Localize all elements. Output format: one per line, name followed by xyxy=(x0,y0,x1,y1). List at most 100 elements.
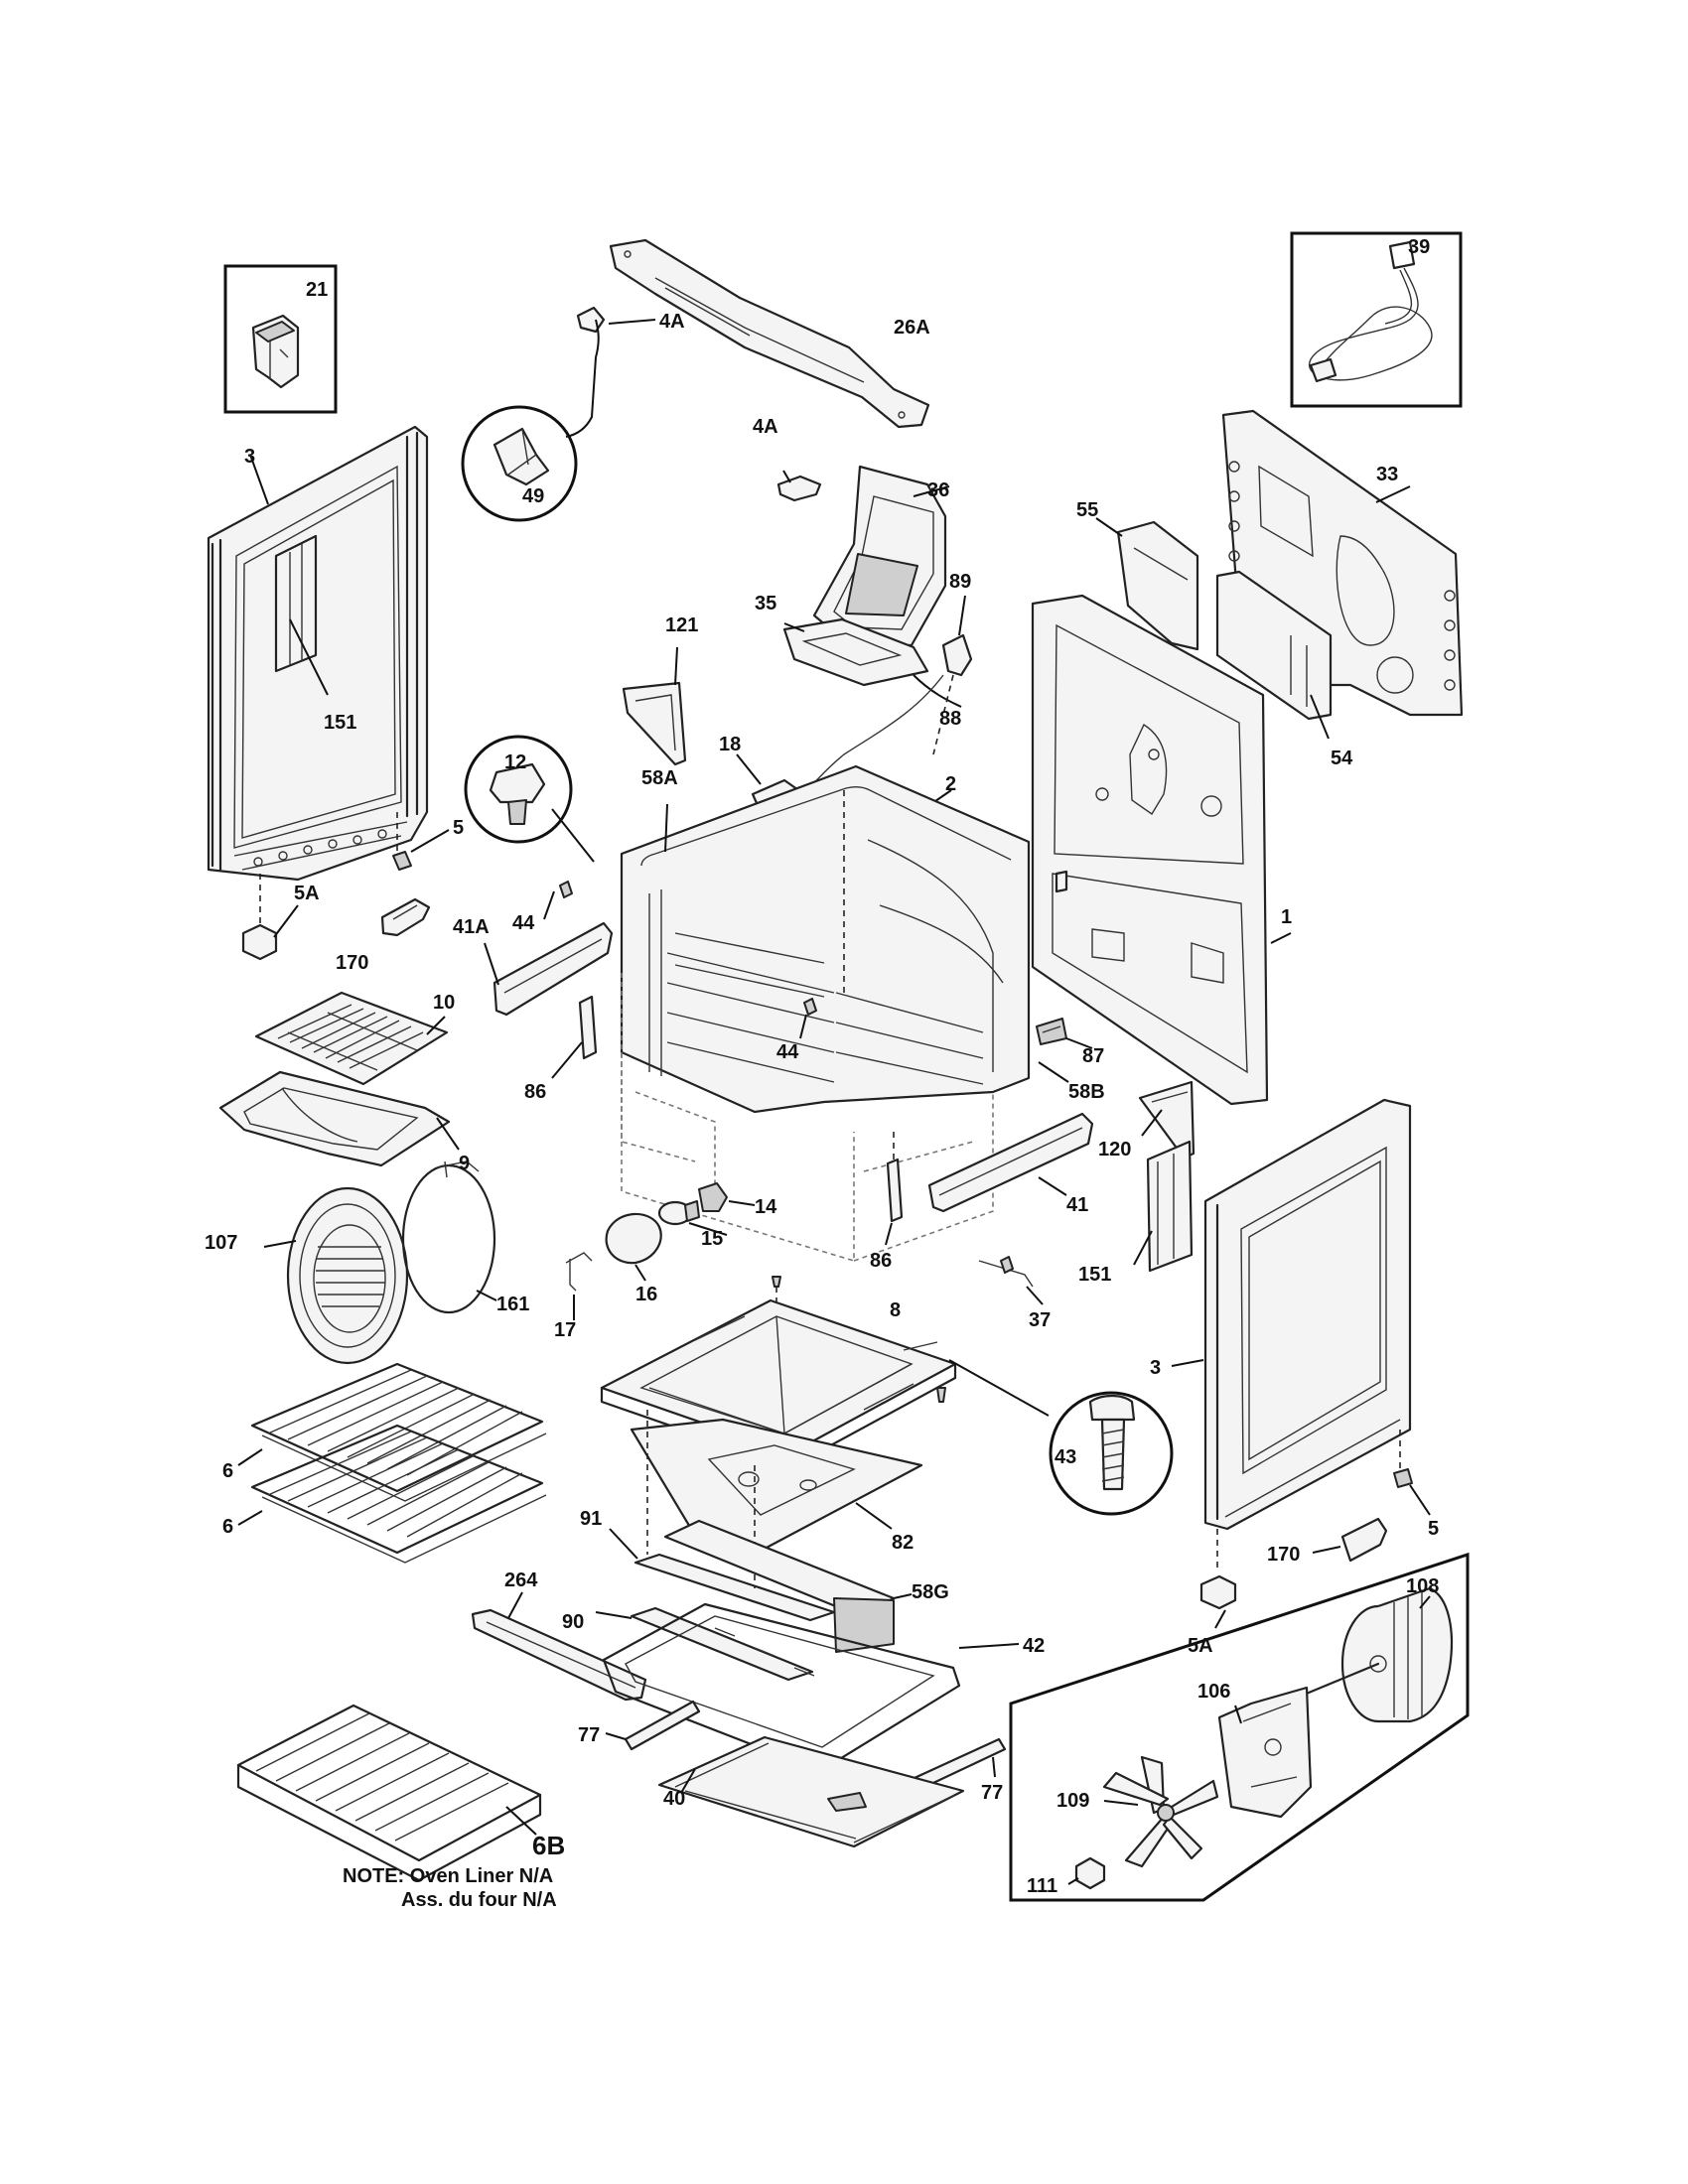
part-42-frame xyxy=(602,1602,1020,1773)
inset-part-39-power-cord xyxy=(1290,231,1463,408)
label-16: 16 xyxy=(635,1284,657,1305)
part-37-wire xyxy=(978,1256,1044,1305)
label-2: 2 xyxy=(945,773,956,795)
label-8: 8 xyxy=(890,1299,901,1321)
label-39: 39 xyxy=(1408,236,1430,258)
part-number-labels: 21 39 26A 4A 4A 49 3 151 36 33 55 35 89 … xyxy=(205,236,1439,1897)
part-40-drawer-bottom xyxy=(657,1735,965,1848)
label-3-right: 3 xyxy=(1150,1357,1161,1379)
part-109-fan-blade xyxy=(1102,1755,1219,1868)
label-33: 33 xyxy=(1376,464,1398,485)
part-77-left-rail xyxy=(605,1700,701,1751)
label-10: 10 xyxy=(433,992,455,1014)
parts-5-170-5A-right xyxy=(1199,1430,1431,1629)
part-1-back-panel xyxy=(1031,594,1292,1106)
part-26A-top-bracket xyxy=(609,238,930,429)
parts-5-5A-170-left xyxy=(241,812,450,961)
label-107: 107 xyxy=(205,1232,237,1254)
label-121: 121 xyxy=(665,614,698,636)
label-77-left: 77 xyxy=(578,1724,600,1746)
part-16-lens xyxy=(605,1212,662,1282)
part-120-bracket xyxy=(1138,1080,1196,1160)
part-6-oven-rack-top xyxy=(237,1362,547,1502)
label-5-right: 5 xyxy=(1428,1518,1439,1540)
parts-44-41A-86-left xyxy=(484,881,614,1079)
part-6-oven-rack-bottom xyxy=(237,1424,547,1564)
label-4A-mid: 4A xyxy=(753,416,778,438)
part-43-screw xyxy=(936,1359,1174,1516)
inset-part-21 xyxy=(223,264,338,414)
label-5A-right: 5A xyxy=(1188,1635,1213,1657)
filter-slats xyxy=(277,1004,424,1071)
label-37: 37 xyxy=(1029,1309,1051,1331)
part-108-motor xyxy=(1295,1586,1454,1723)
part-9-tray xyxy=(218,1070,460,1167)
label-109: 109 xyxy=(1056,1790,1089,1812)
part-121-bracket xyxy=(622,646,687,766)
part-58G-element xyxy=(663,1519,913,1653)
label-44-left: 44 xyxy=(512,912,535,934)
label-77-right: 77 xyxy=(981,1782,1003,1804)
label-106: 106 xyxy=(1197,1681,1230,1703)
label-89: 89 xyxy=(949,571,971,593)
label-5A-left: 5A xyxy=(294,883,320,904)
part-35-plate xyxy=(782,617,929,687)
part-151-right-bracket xyxy=(1133,1140,1194,1273)
label-6-bottom: 6 xyxy=(222,1516,233,1538)
part-111-nut xyxy=(1067,1856,1106,1890)
part-15-bulb xyxy=(657,1200,728,1236)
label-58B: 58B xyxy=(1068,1081,1105,1103)
part-10-filter xyxy=(254,991,449,1086)
note-line-1: NOTE: Oven Liner N/A xyxy=(343,1865,553,1887)
label-170-right: 170 xyxy=(1267,1544,1300,1566)
label-54: 54 xyxy=(1331,748,1353,769)
label-120: 120 xyxy=(1098,1139,1131,1160)
label-58G: 58G xyxy=(912,1581,949,1603)
part-161-gasket xyxy=(401,1160,497,1314)
label-6B: 6B xyxy=(532,1831,565,1860)
label-4A-top: 4A xyxy=(659,311,685,333)
label-42: 42 xyxy=(1023,1635,1045,1657)
label-86-right: 86 xyxy=(870,1250,892,1272)
inset-convection-fan-assembly xyxy=(1009,1552,1470,1902)
part-12-light-socket xyxy=(464,735,595,863)
label-9: 9 xyxy=(459,1153,470,1174)
label-26A: 26A xyxy=(894,317,930,339)
diagram-note: NOTE: Oven Liner N/A Ass. du four N/A xyxy=(343,1865,557,1911)
label-108: 108 xyxy=(1406,1575,1439,1597)
part-55-shield xyxy=(1095,517,1199,651)
label-44-right: 44 xyxy=(776,1041,799,1063)
part-106-bracket xyxy=(1217,1686,1313,1819)
label-35: 35 xyxy=(755,593,776,614)
label-151-right: 151 xyxy=(1078,1264,1111,1286)
label-15: 15 xyxy=(701,1228,723,1250)
label-12: 12 xyxy=(504,751,526,773)
label-14: 14 xyxy=(755,1196,777,1218)
oven-rack-guides xyxy=(666,932,984,1085)
part-17-clip xyxy=(565,1252,593,1320)
label-17: 17 xyxy=(554,1319,576,1341)
part-36-duct xyxy=(812,465,950,647)
label-41A: 41A xyxy=(453,916,490,938)
label-58A: 58A xyxy=(641,767,678,789)
part-264-trim xyxy=(471,1591,647,1702)
part-3-left-door xyxy=(207,425,429,882)
label-40: 40 xyxy=(663,1788,685,1810)
label-264: 264 xyxy=(504,1570,538,1591)
label-21: 21 xyxy=(306,279,328,301)
note-line-2: Ass. du four N/A xyxy=(401,1889,557,1911)
label-49: 49 xyxy=(522,485,544,507)
part-41-rail xyxy=(927,1112,1094,1213)
label-88: 88 xyxy=(939,708,961,730)
label-36: 36 xyxy=(927,479,949,501)
part-6B-roll-rack xyxy=(236,1704,542,1882)
label-3-left: 3 xyxy=(244,446,255,468)
label-18: 18 xyxy=(719,734,741,755)
label-41: 41 xyxy=(1066,1194,1088,1216)
part-107-fan-cover xyxy=(263,1186,409,1365)
part-58A-58B-oven-cavity xyxy=(620,764,1069,1263)
parts-87-44-right xyxy=(799,998,1093,1049)
label-43: 43 xyxy=(1055,1446,1076,1468)
label-5-left: 5 xyxy=(453,817,464,839)
